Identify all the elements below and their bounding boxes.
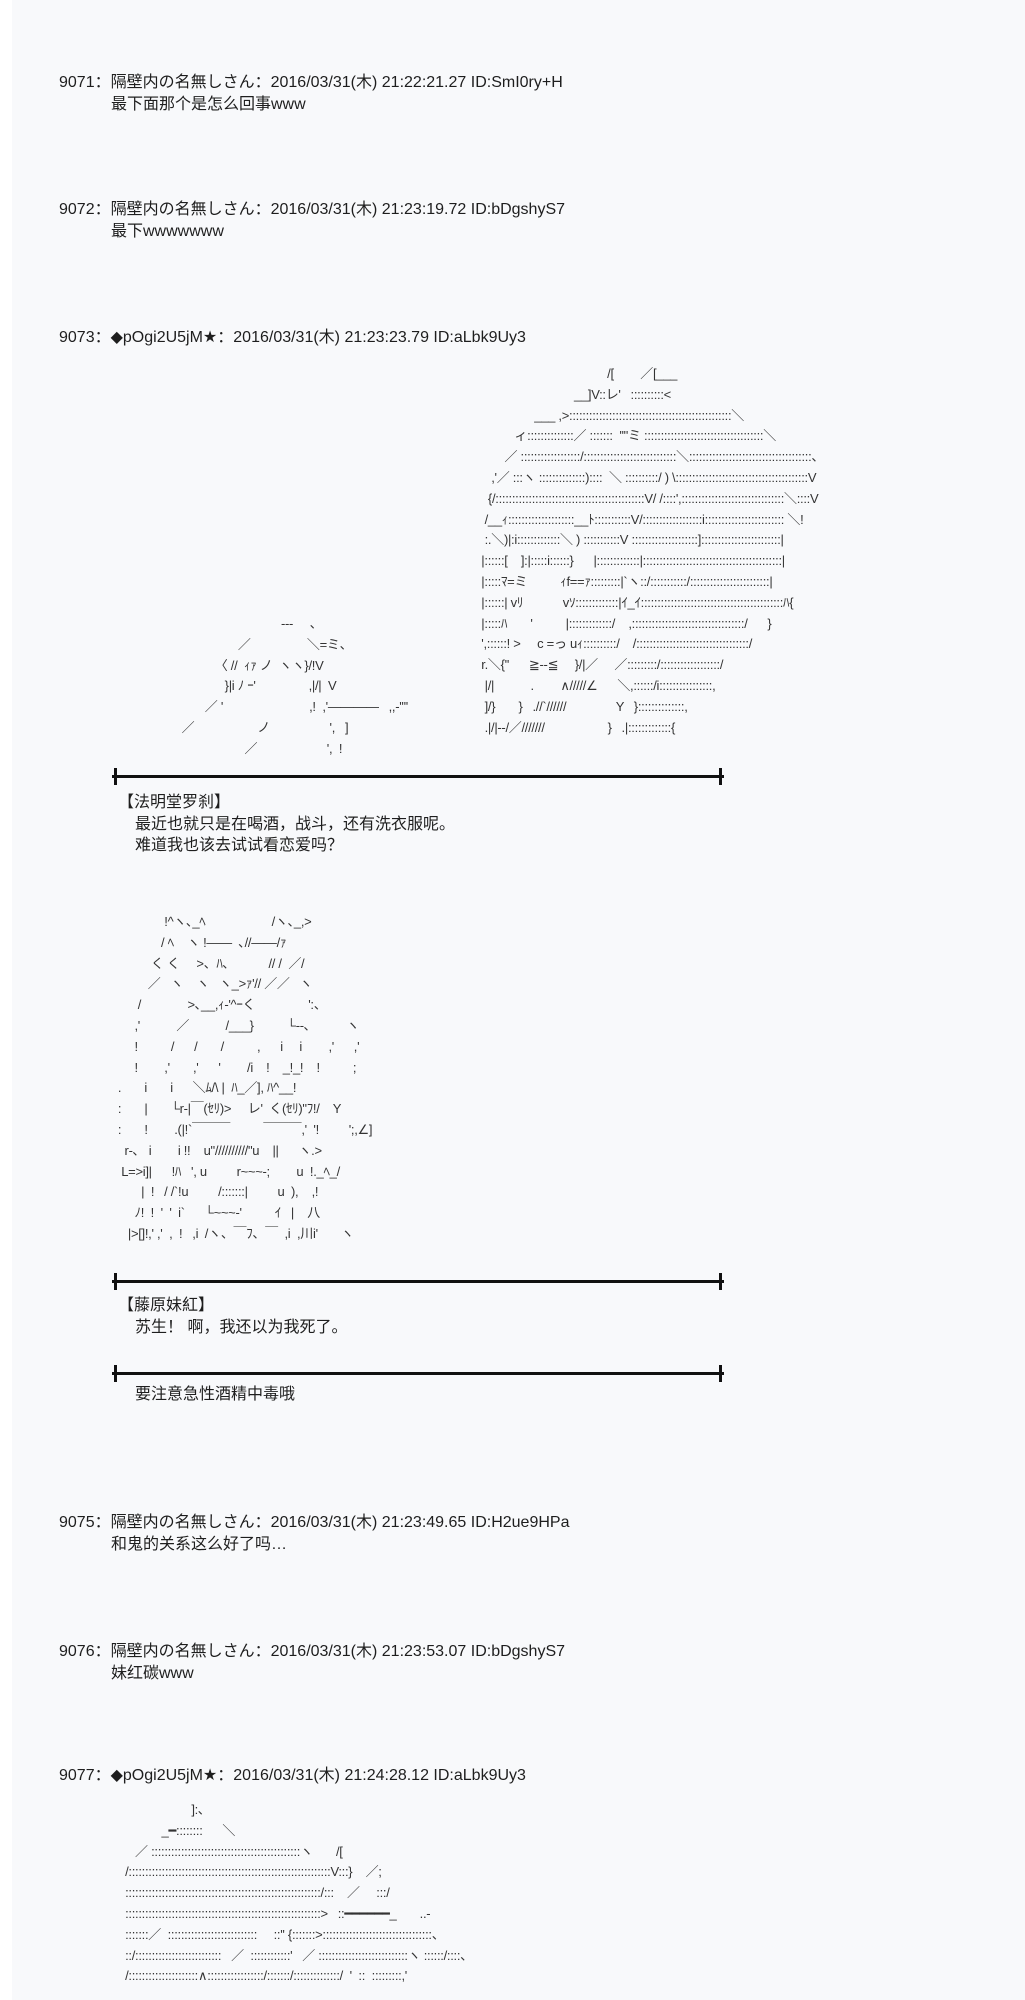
post-body-9072: 最下wwwwwww <box>111 223 224 240</box>
post-header-9077: 9077：◆pOgi2U5jM★：2016/03/31(木) 21:24:28.… <box>59 1767 526 1784</box>
ascii-art-oni-partial: ]:､ _━:::::::: ＼ ／ :::::::::::::::::::::… <box>125 1802 473 1984</box>
speaker-name: 【法明堂罗刹】 <box>118 794 231 811</box>
post-body-9075: 和鬼的关系这么好了吗… <box>111 1536 288 1553</box>
ascii-art-mokou-lying: --- 、 ／ ＼=ミ、 〈 // ｨｧ ノ ヽヽ}/!V }|i ﾉ ｰ' ,… <box>181 616 409 756</box>
dialogue-line: 难道我也该去试试看恋爱吗？ <box>135 837 344 854</box>
scene-divider <box>112 1365 724 1382</box>
post-body-9071: 最下面那个是怎么回事www <box>111 96 306 113</box>
dialogue-line: 苏生！ 啊，我还以为我死了。 <box>135 1319 348 1336</box>
post-body-9076: 妹红碳www <box>111 1665 194 1682</box>
dialogue-line: 最近也就只是在喝酒，战斗，还有洗衣服呢。 <box>135 816 456 833</box>
scene-divider <box>112 1273 724 1290</box>
post-header-9071: 9071：隔壁内の名無しさん：2016/03/31(木) 21:22:21.27… <box>59 74 563 91</box>
post-header-9075: 9075：隔壁内の名無しさん：2016/03/31(木) 21:23:49.65… <box>59 1514 570 1531</box>
ascii-art-mokou: !^ヽ､_ﾍ /ヽ､_,> / ﾍ ヽ !—— ､//——/ｧ く く >、ﾊ､… <box>117 914 373 1241</box>
scene-divider <box>112 768 724 785</box>
post-header-9076: 9076：隔壁内の名無しさん：2016/03/31(木) 21:23:53.07… <box>59 1643 566 1660</box>
page-margin <box>0 0 12 2000</box>
speaker-name: 【藤原妹紅】 <box>118 1297 215 1314</box>
post-header-9073: 9073：◆pOgi2U5jM★：2016/03/31(木) 21:23:23.… <box>59 329 526 346</box>
narration-line: 要注意急性酒精中毒哦 <box>135 1386 296 1403</box>
ascii-art-oni: /[ ／[___ __]V::レ' ::::::::::< ___ ,>::::… <box>481 366 825 735</box>
post-header-9072: 9072：隔壁内の名無しさん：2016/03/31(木) 21:23:19.72… <box>59 201 566 218</box>
